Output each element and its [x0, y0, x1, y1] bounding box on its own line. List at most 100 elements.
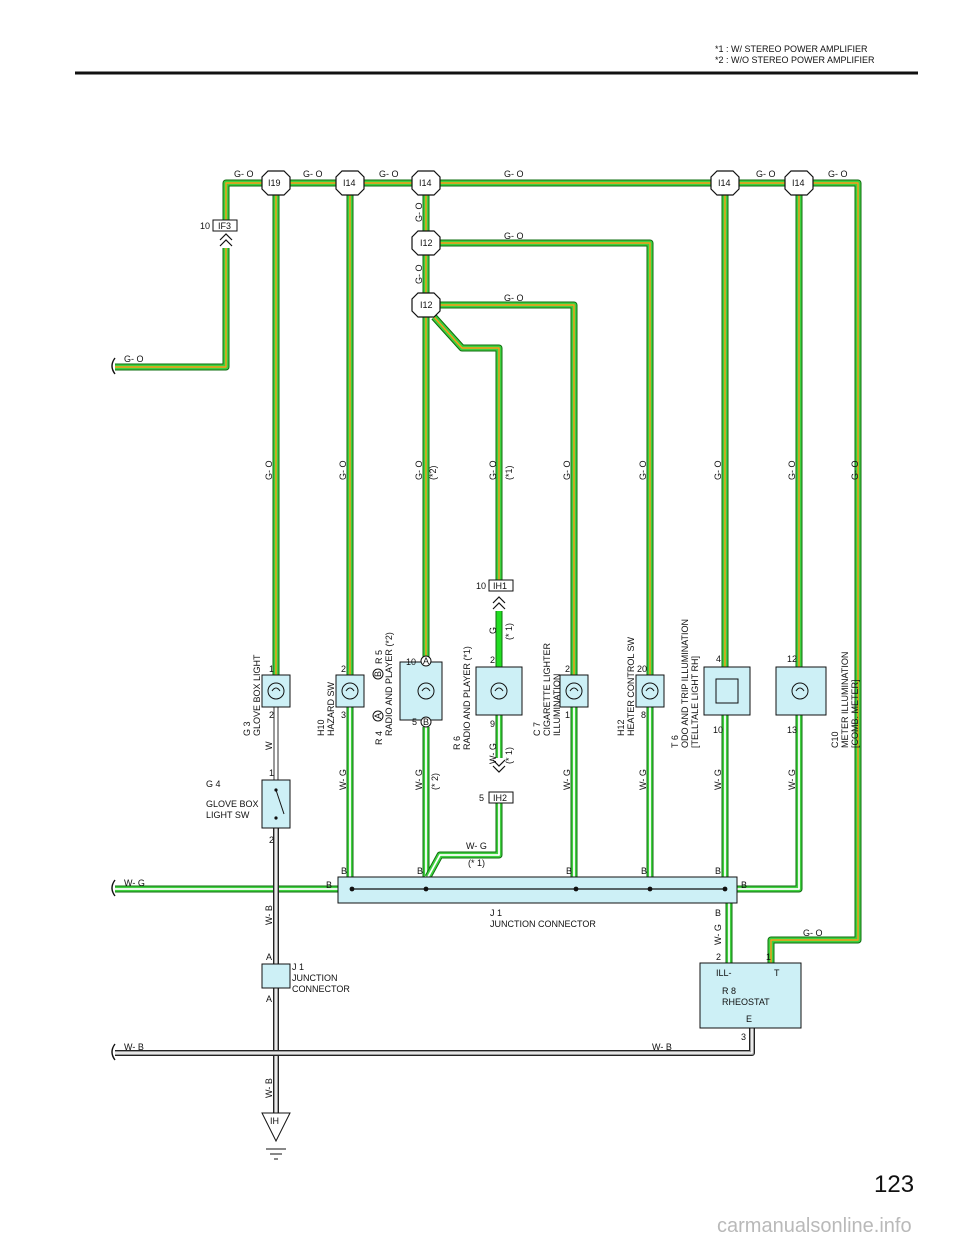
svg-text:G- O: G- O — [414, 265, 424, 285]
svg-text:B: B — [423, 717, 429, 727]
wire-wb-left-r8 — [115, 1028, 755, 1056]
svg-text:B: B — [715, 866, 721, 876]
svg-text:I12: I12 — [420, 238, 433, 248]
svg-text:W- G: W- G — [638, 769, 648, 790]
svg-text:H12: H12 — [616, 719, 626, 736]
note-1: *1 : W/ STEREO POWER AMPLIFIER — [715, 44, 868, 54]
svg-text:10: 10 — [476, 581, 486, 591]
svg-text:5: 5 — [479, 793, 484, 803]
glove-box-light-g3: 1 2 G 3 GLOVE BOX LIGHT — [242, 654, 291, 736]
svg-text:(*1): (*1) — [504, 465, 514, 480]
svg-text:H10: H10 — [316, 719, 326, 736]
svg-text:B: B — [341, 866, 347, 876]
wire-go-c7 — [440, 301, 578, 675]
svg-text:IH: IH — [270, 1116, 279, 1126]
heater-control-sw-h12: 20 8 H12 HEATER CONTROL SW — [616, 636, 665, 736]
svg-text:B: B — [715, 908, 721, 918]
svg-text:G- O: G- O — [803, 928, 823, 938]
svg-text:G- O: G- O — [504, 231, 524, 241]
svg-text:1: 1 — [269, 768, 274, 778]
connector-i12-2: I12 — [411, 292, 441, 318]
connector-i14-1: I14 — [335, 170, 365, 196]
svg-text:A: A — [266, 952, 272, 962]
svg-text:I14: I14 — [419, 178, 432, 188]
svg-text:(* 1): (* 1) — [468, 858, 485, 868]
svg-text:W- G: W- G — [488, 743, 498, 764]
svg-text:G- O: G- O — [787, 461, 797, 481]
connector-ih1: 10 IH1 — [476, 579, 514, 610]
svg-text:ODO AND TRIP ILLUMINATION: ODO AND TRIP ILLUMINATION — [680, 619, 690, 748]
radio-and-player-r4-r5: 10 A 5 B B R 5 RADIO AND PLAYER (*2) A R… — [372, 632, 443, 745]
svg-text:[TELLTALE LIGHT RH]: [TELLTALE LIGHT RH] — [690, 656, 700, 748]
odo-trip-illumination-t6: 4 10 T 6 ODO AND TRIP ILLUMINATION [TELL… — [670, 619, 751, 748]
radio-and-player-r6: 2 9 R 6 RADIO AND PLAYER (*1) — [452, 646, 523, 750]
svg-text:B: B — [741, 880, 747, 890]
svg-text:10: 10 — [200, 221, 210, 231]
svg-text:T 6: T 6 — [670, 735, 680, 748]
svg-text:JUNCTION: JUNCTION — [292, 973, 338, 983]
svg-text:A: A — [266, 994, 272, 1004]
svg-text:RHEOSTAT: RHEOSTAT — [722, 997, 770, 1007]
svg-text:2: 2 — [269, 835, 274, 845]
svg-text:(* 2): (* 2) — [430, 773, 440, 790]
svg-text:LIGHT SW: LIGHT SW — [206, 810, 250, 820]
svg-text:G 4: G 4 — [206, 779, 221, 789]
svg-text:IH2: IH2 — [493, 793, 507, 803]
svg-text:G- O: G- O — [504, 293, 524, 303]
svg-text:W- G: W- G — [713, 769, 723, 790]
svg-text:3: 3 — [741, 1032, 746, 1042]
svg-text:CIGARETTE LIGHTER: CIGARETTE LIGHTER — [542, 642, 552, 736]
svg-text:4: 4 — [716, 654, 721, 664]
svg-text:(* 1): (* 1) — [504, 623, 514, 640]
svg-text:I19: I19 — [268, 178, 281, 188]
rheostat-r8: ILL- T R 8 RHEOSTAT E 2 1 3 — [699, 952, 802, 1042]
svg-text:B: B — [326, 880, 332, 890]
svg-text:W- G: W- G — [414, 769, 424, 790]
cigarette-lighter-illumination-c7: 2 1 C 7 CIGARETTE LIGHTER ILLUMINATION — [532, 642, 589, 736]
connector-if3: 10 IF3 — [200, 219, 238, 247]
svg-text:13: 13 — [787, 725, 797, 735]
svg-text:A: A — [373, 713, 383, 719]
svg-text:J 1: J 1 — [490, 908, 502, 918]
svg-text:1: 1 — [269, 664, 274, 674]
svg-text:G 3: G 3 — [242, 721, 252, 736]
svg-text:G- O: G- O — [234, 169, 254, 179]
svg-text:1: 1 — [766, 952, 771, 962]
svg-text:G- O: G- O — [756, 169, 776, 179]
hazard-sw-h10: 2 3 H10 HAZARD SW — [316, 664, 365, 736]
svg-text:1: 1 — [565, 710, 570, 720]
svg-text:(* 1): (* 1) — [504, 747, 514, 764]
svg-text:G- O: G- O — [414, 461, 424, 481]
svg-text:RADIO AND PLAYER (*2): RADIO AND PLAYER (*2) — [384, 632, 394, 736]
svg-text:G: G — [488, 627, 498, 634]
svg-text:R 6: R 6 — [452, 736, 462, 750]
svg-text:2: 2 — [269, 710, 274, 720]
svg-text:I14: I14 — [343, 178, 356, 188]
wire-go-h12 — [440, 239, 654, 675]
svg-text:[COMB. METER]: [COMB. METER] — [850, 679, 860, 748]
svg-text:W- G: W- G — [562, 769, 572, 790]
svg-text:10: 10 — [406, 657, 416, 667]
svg-text:10: 10 — [713, 725, 723, 735]
svg-text:W- B: W- B — [264, 905, 274, 925]
svg-text:2: 2 — [716, 952, 721, 962]
svg-text:R 4: R 4 — [374, 731, 384, 745]
glove-box-light-sw-g4: 1 2 G 4 GLOVE BOX LIGHT SW — [206, 768, 291, 845]
page-number: 123 — [874, 1171, 914, 1198]
svg-text:CONNECTOR: CONNECTOR — [292, 984, 350, 994]
svg-text:B: B — [641, 866, 647, 876]
svg-text:G- O: G- O — [338, 461, 348, 481]
svg-text:J 1: J 1 — [292, 962, 304, 972]
svg-text:W- B: W- B — [652, 1042, 672, 1052]
svg-text:HEATER CONTROL SW: HEATER CONTROL SW — [626, 636, 636, 736]
svg-text:2: 2 — [490, 655, 495, 665]
svg-text:G- O: G- O — [504, 169, 524, 179]
svg-text:HAZARD SW: HAZARD SW — [326, 681, 336, 736]
svg-text:G- O: G- O — [562, 461, 572, 481]
svg-text:8: 8 — [641, 710, 646, 720]
wire-labels: G- O G- O G- O G- O G- O G- O G- O G- O … — [124, 169, 860, 1098]
junction-connector-j1-a: A A J 1 JUNCTION CONNECTOR — [261, 952, 350, 1004]
svg-text:C10: C10 — [830, 731, 840, 748]
svg-text:G- O: G- O — [850, 461, 860, 481]
